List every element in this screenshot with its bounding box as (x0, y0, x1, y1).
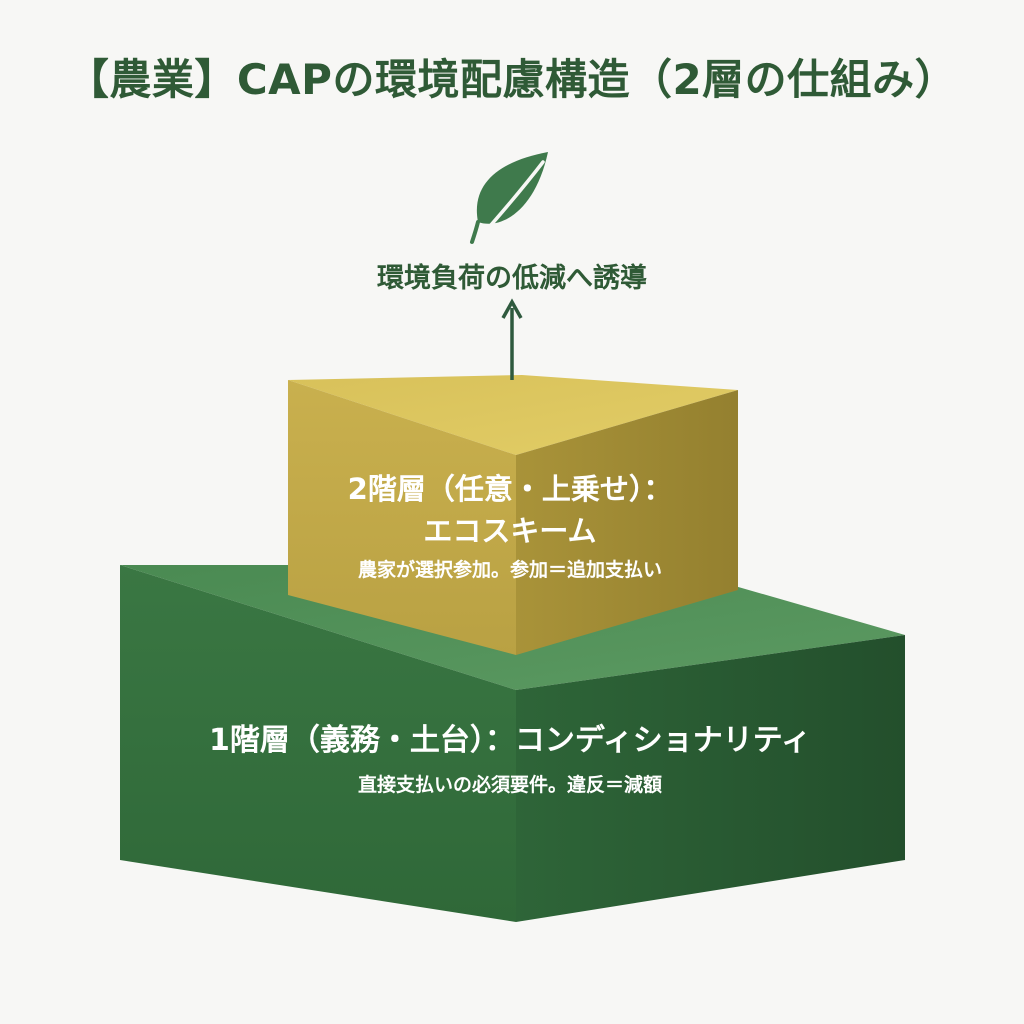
tier2-heading-line1: 2階層（任意・上乗せ）： (347, 472, 673, 506)
diagram-title: 【農業】CAPの環境配慮構造（2層の仕組み） (66, 55, 958, 104)
leaf-icon (470, 152, 548, 244)
tier2-heading-line2: エコスキーム (423, 514, 597, 548)
tier2-heading: 2階層（任意・上乗せ）： エコスキーム (280, 468, 740, 552)
tier2-top-face (288, 375, 738, 455)
tier1-side-face (516, 635, 905, 922)
tier2-description: 農家が選択参加。参加＝追加支払い (357, 559, 662, 581)
tier1-front-face (120, 565, 516, 922)
tier1-heading: 1階層（義務・土台）：コンディショナリティ (209, 723, 811, 758)
tier2-front-face (288, 380, 516, 655)
goal-label: 環境負荷の低減へ誘導 (377, 263, 647, 294)
tier2-side-face (516, 390, 738, 655)
tier2-block (288, 375, 738, 655)
tier1-description: 直接支払いの必須要件。違反＝減額 (357, 774, 662, 796)
upward-arrow-icon (501, 298, 523, 380)
